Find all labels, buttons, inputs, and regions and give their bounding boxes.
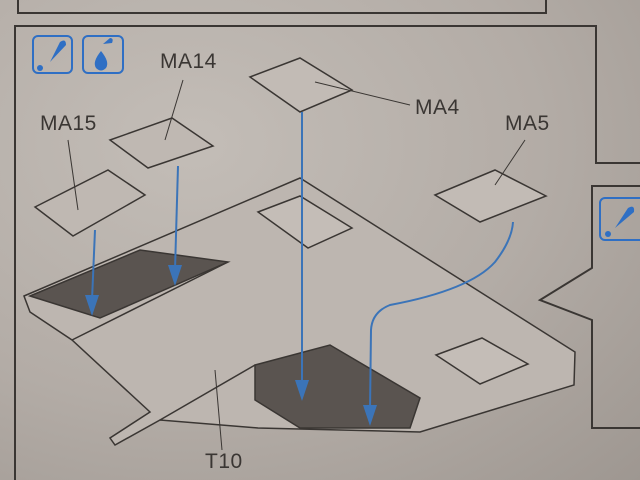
glue-drop-icon (82, 35, 124, 74)
plate-ma5 (433, 169, 548, 223)
step-frames (14, 0, 640, 480)
label-ma5: MA5 (505, 112, 550, 135)
label-ma14: MA14 (160, 50, 217, 73)
label-ma15: MA15 (40, 112, 97, 135)
leader-lines (67, 79, 526, 451)
arrow-heads (85, 265, 377, 426)
cement-icon (32, 35, 73, 74)
plate-ma4 (248, 57, 354, 113)
plate-ma15 (33, 169, 147, 237)
plate-ma14 (108, 117, 215, 169)
cement-icon-partial (599, 197, 640, 241)
label-ma4: MA4 (415, 96, 460, 119)
placement-arrows (91, 112, 514, 411)
label-t10: T10 (205, 450, 243, 473)
hull-plate-t10 (23, 177, 576, 446)
